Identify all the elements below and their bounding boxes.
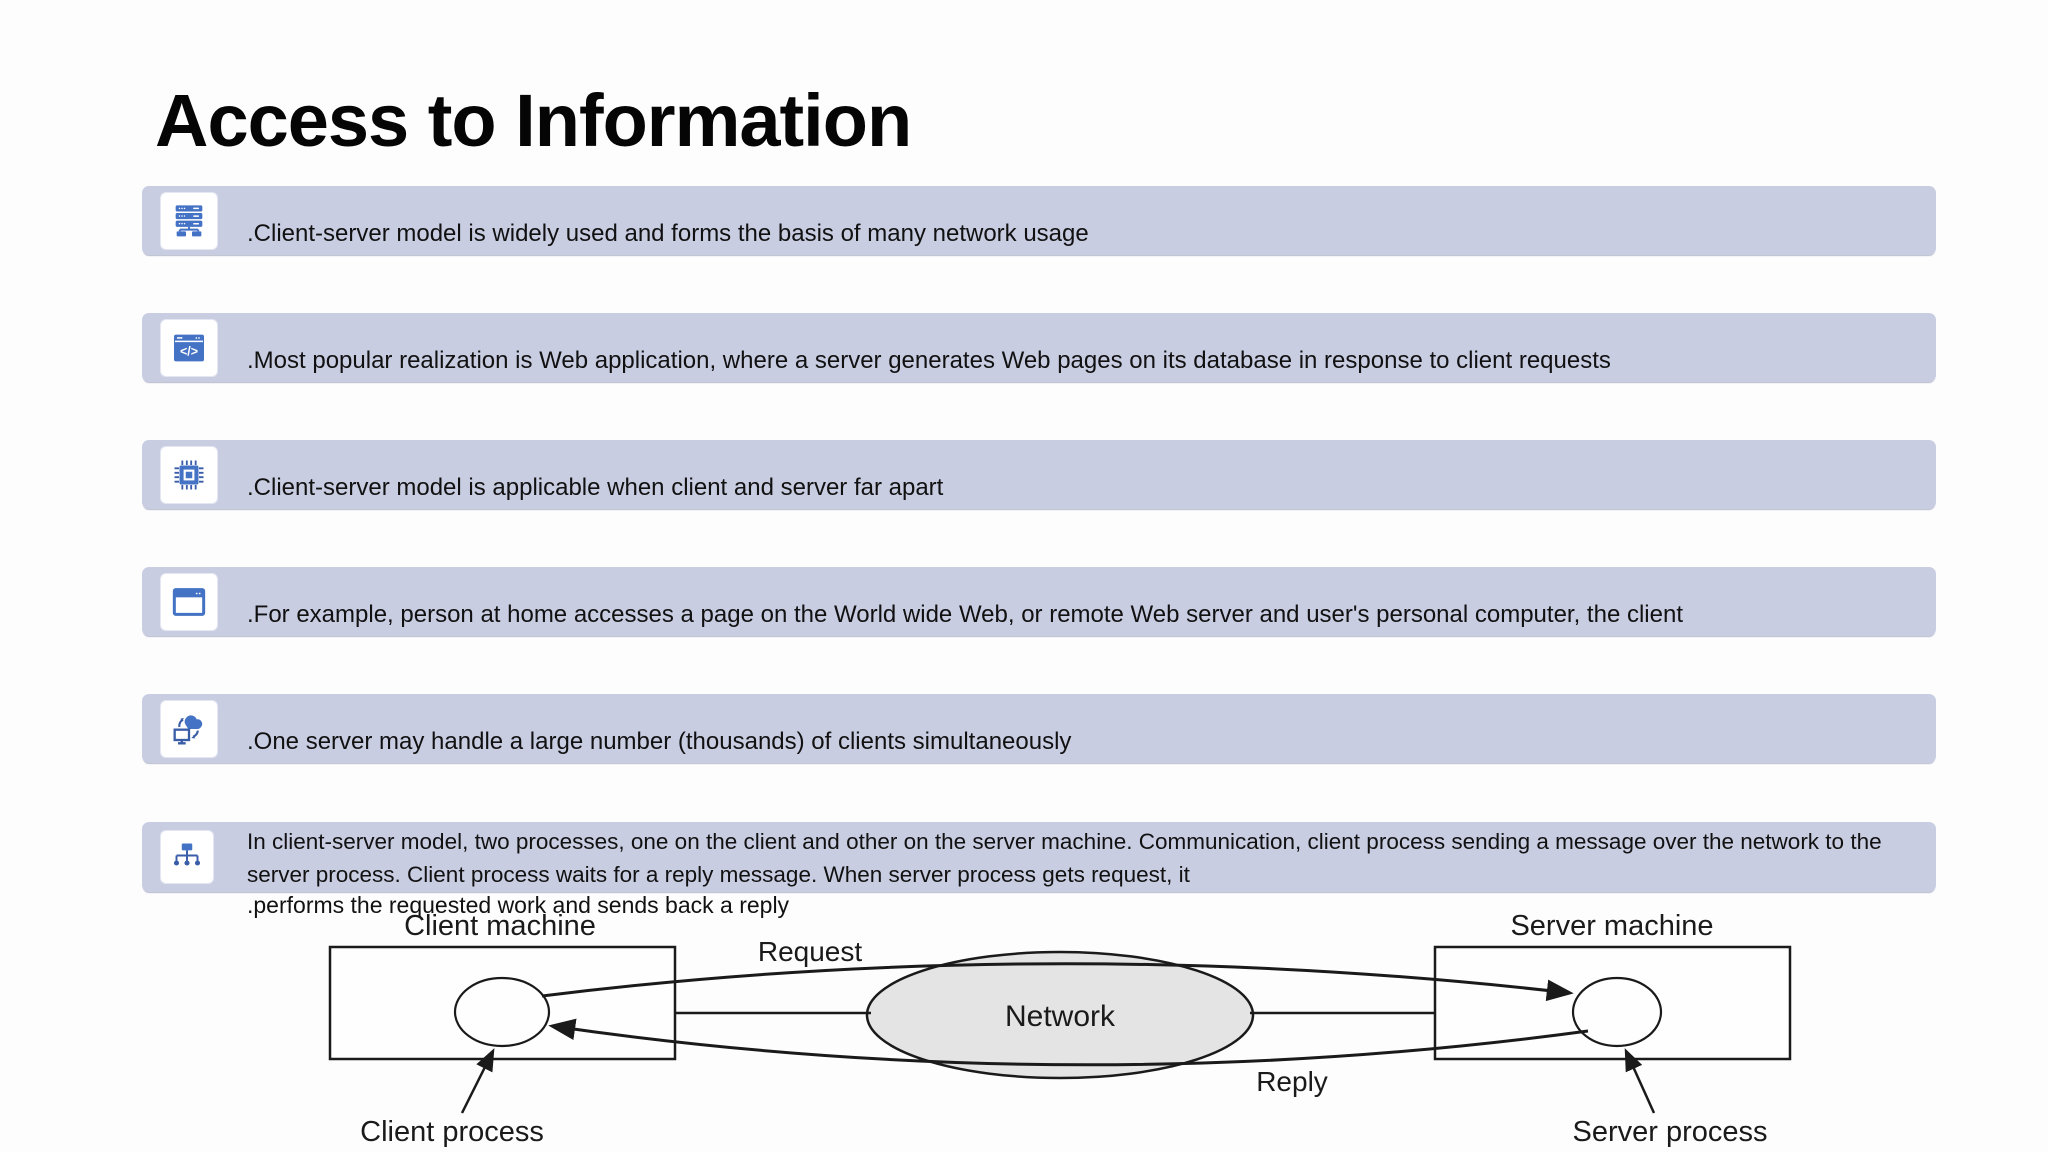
icon-tile xyxy=(160,830,214,884)
icon-tile xyxy=(160,445,218,504)
bullet-row: .One server may handle a large number (t… xyxy=(142,694,1936,763)
client-process-pointer xyxy=(460,1048,495,1114)
client-machine-label: Client machine xyxy=(404,910,596,942)
bullet-text: .Client-server model is applicable when … xyxy=(247,474,944,501)
server-process-label: Server process xyxy=(1572,1116,1767,1148)
request-label: Request xyxy=(758,936,863,967)
reply-arrow xyxy=(548,1018,1589,1067)
sitemap-icon xyxy=(173,843,201,866)
browser-window-icon xyxy=(172,587,206,616)
code-window-icon: </> xyxy=(174,334,204,361)
client-server-diagram: Client machine Server machine Network Re… xyxy=(328,910,1792,1148)
svg-text:</>: </> xyxy=(180,344,198,358)
bullet-text: .Most popular realization is Web applica… xyxy=(247,347,1611,374)
bullet-row: .Client-server model is applicable when … xyxy=(142,440,1936,509)
bullet-row: In client-server model, two processes, o… xyxy=(142,822,1936,892)
cpu-chip-icon xyxy=(174,460,204,489)
client-process-circle xyxy=(453,976,551,1048)
bullet-row: .Client-server model is widely used and … xyxy=(142,186,1936,255)
cloud-computer-icon xyxy=(173,714,203,744)
bullet-row: </> .Most popular realization is Web app… xyxy=(142,313,1936,382)
client-process-label: Client process xyxy=(360,1116,544,1148)
bullet-text: .For example, person at home accesses a … xyxy=(247,601,1683,628)
bullet-row: .For example, person at home accesses a … xyxy=(142,567,1936,636)
network-label: Network xyxy=(1005,1000,1116,1033)
network-ellipse xyxy=(865,950,1255,1080)
bullet-overflow-text: .performs the requested work and sends b… xyxy=(247,892,790,918)
icon-tile xyxy=(160,191,218,250)
icon-tile xyxy=(160,699,218,758)
bullet-text: .Client-server model is widely used and … xyxy=(247,220,1089,247)
server-stack-icon xyxy=(175,204,203,236)
icon-tile xyxy=(160,572,218,631)
server-machine-label: Server machine xyxy=(1510,910,1713,942)
server-process-pointer xyxy=(1624,1048,1656,1114)
bullet-text: .One server may handle a large number (t… xyxy=(247,728,1072,755)
icon-tile: </> xyxy=(160,318,218,377)
page-title: Access to Information xyxy=(155,79,912,162)
server-process-circle xyxy=(1571,976,1663,1048)
request-arrow xyxy=(541,962,1574,1002)
reply-label: Reply xyxy=(1256,1066,1328,1097)
bullet-text: In client-server model, two processes, o… xyxy=(247,829,1882,887)
